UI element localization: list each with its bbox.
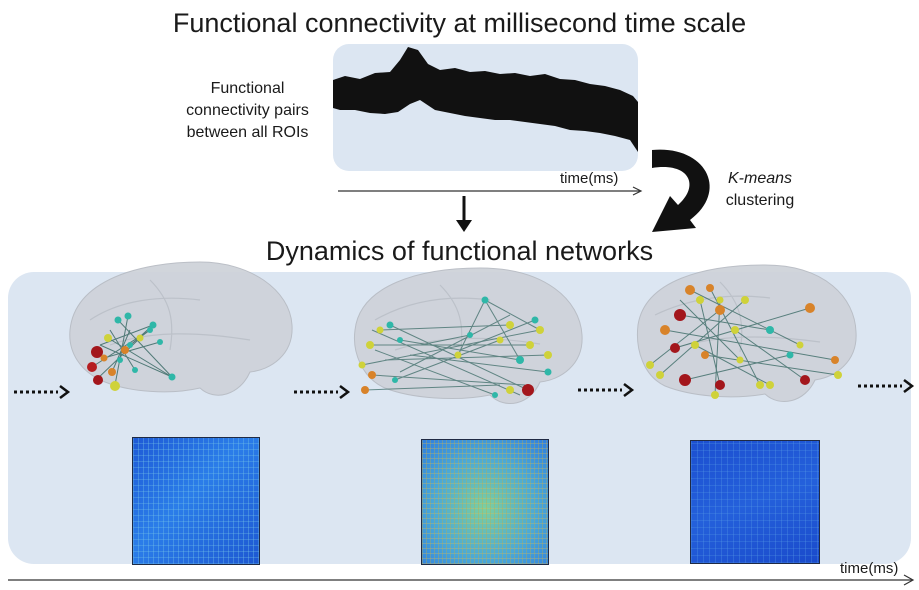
signal-label-line: between all ROIs: [186, 124, 309, 141]
brain-1: [69, 261, 293, 396]
section-title: Dynamics of functional networks: [265, 236, 654, 266]
dotted-arrow-1-2: [294, 385, 351, 399]
signal-label-line: connectivity pairs: [186, 102, 309, 119]
network-3-nodes: [646, 284, 842, 399]
kmeans-curved-arrow: [652, 149, 710, 232]
connectivity-matrix-2: [421, 439, 549, 565]
timeline-time-label: time(ms): [840, 560, 899, 577]
signal-label: Functional connectivity pairs between al…: [165, 78, 330, 144]
signal-time-arrowhead: [632, 186, 643, 196]
dotted-arrow-out: [858, 379, 915, 393]
kmeans-label: K-means clustering: [700, 168, 820, 212]
signal-label-line: Functional: [210, 80, 285, 97]
network-2-edges: [361, 299, 549, 396]
timeline-arrowhead: [903, 574, 915, 586]
network-1-nodes: [87, 312, 176, 391]
dotted-arrow-in: [14, 385, 71, 399]
network-3-edges: [649, 287, 839, 396]
kmeans-clustering: clustering: [725, 192, 795, 209]
connectivity-matrix-3: [690, 440, 820, 564]
top-title: Functional connectivity at millisecond t…: [172, 8, 747, 38]
dotted-arrow-2-3: [578, 383, 635, 397]
signal-time-label: time(ms): [560, 170, 619, 187]
kmeans-method: K-means: [727, 170, 793, 187]
down-arrow-head: [456, 220, 472, 232]
connectivity-signal: [333, 47, 638, 152]
brain-3: [636, 264, 857, 402]
network-2-nodes: [358, 296, 552, 398]
connectivity-matrix-1: [132, 437, 260, 565]
